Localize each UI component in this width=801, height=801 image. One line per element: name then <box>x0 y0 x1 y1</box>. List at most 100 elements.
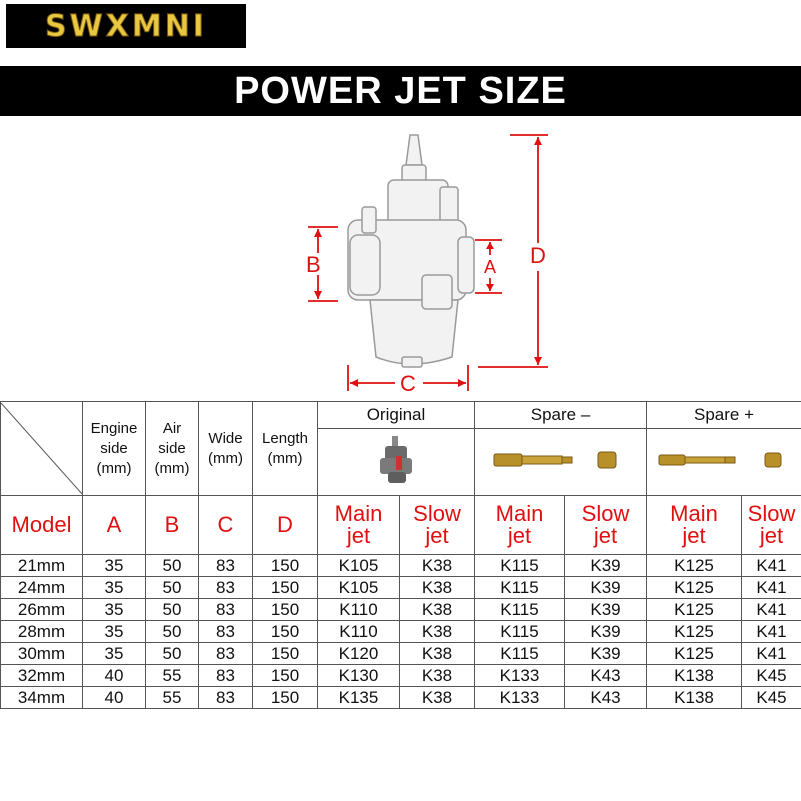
table-cell: K38 <box>399 642 475 665</box>
length-header: Length(mm) <box>252 401 318 496</box>
table-cell: K133 <box>474 664 565 687</box>
table-cell: 50 <box>145 576 199 599</box>
table-cell: 34mm <box>0 686 83 709</box>
table-cell: K43 <box>563 664 648 687</box>
table-cell: 50 <box>145 642 199 665</box>
table-cell: K39 <box>563 620 648 643</box>
table-cell: K38 <box>399 686 475 709</box>
table-cell: 40 <box>82 686 146 709</box>
table-cell: K110 <box>317 598 400 621</box>
table-cell: K39 <box>563 576 648 599</box>
table-cell: K38 <box>399 576 475 599</box>
table-cell: K105 <box>317 554 400 577</box>
table-cell: 35 <box>82 598 146 621</box>
table-cell: 83 <box>198 642 253 665</box>
table-cell: K125 <box>646 642 743 665</box>
brass-jets-icon <box>493 451 616 468</box>
table-cell: K138 <box>646 686 743 709</box>
table-cell: K38 <box>399 664 475 687</box>
carburetor-illustration <box>308 134 548 391</box>
table-cell: 150 <box>252 664 318 687</box>
table-cell: K120 <box>317 642 400 665</box>
table-cell: K115 <box>474 642 565 665</box>
table-cell: K125 <box>646 554 743 577</box>
c-header: C <box>198 495 253 555</box>
table-cell: K125 <box>646 576 743 599</box>
table-cell: K39 <box>563 598 648 621</box>
dimension-d-label: D <box>530 243 546 268</box>
table-cell: 24mm <box>0 576 83 599</box>
table-cell: 83 <box>198 664 253 687</box>
d-header: D <box>252 495 318 555</box>
table-cell: 40 <box>82 664 146 687</box>
table-cell: 32mm <box>0 664 83 687</box>
table-cell: K135 <box>317 686 400 709</box>
table-cell: 150 <box>252 576 318 599</box>
table-cell: K138 <box>646 664 743 687</box>
table-cell: 50 <box>145 554 199 577</box>
table-cell: K125 <box>646 598 743 621</box>
table-cell: K39 <box>563 642 648 665</box>
brand-logo: SWXMNI <box>6 4 246 48</box>
table-cell: K38 <box>399 554 475 577</box>
table-cell: K41 <box>741 642 801 665</box>
table-cell: 55 <box>145 664 199 687</box>
table-cell: K43 <box>563 686 648 709</box>
table-cell: 35 <box>82 554 146 577</box>
table-cell: K105 <box>317 576 400 599</box>
table-cell: 150 <box>252 686 318 709</box>
table-cell: K45 <box>741 686 801 709</box>
table-cell: 83 <box>198 554 253 577</box>
dimension-c-label: C <box>400 371 416 396</box>
table-cell: K41 <box>741 554 801 577</box>
group-spare-plus: Spare + <box>646 401 801 429</box>
page-title: POWER JET SIZE <box>234 69 567 112</box>
table-cell: 83 <box>198 686 253 709</box>
table-cell: 150 <box>252 620 318 643</box>
table-cell: K39 <box>563 554 648 577</box>
group-original: Original <box>317 401 475 429</box>
brand-logo-text: SWXMNI <box>45 8 207 44</box>
table-cell: K115 <box>474 576 565 599</box>
model-header: Model <box>0 495 83 555</box>
table-cell: 150 <box>252 598 318 621</box>
title-banner: POWER JET SIZE <box>0 66 801 116</box>
table-cell: 83 <box>198 598 253 621</box>
table-cell: 50 <box>145 598 199 621</box>
wide-header: Wide(mm) <box>198 401 253 496</box>
table-cell: 150 <box>252 642 318 665</box>
table-cell: K115 <box>474 554 565 577</box>
dimension-a-label: A <box>484 257 497 277</box>
a-header: A <box>82 495 146 555</box>
table-cell: K38 <box>399 598 475 621</box>
carburetor-thumbnail <box>380 435 412 483</box>
table-cell: 28mm <box>0 620 83 643</box>
table-cell: 55 <box>145 686 199 709</box>
table-cell: K125 <box>646 620 743 643</box>
original-carburetor-image <box>317 428 475 496</box>
table-cell: K130 <box>317 664 400 687</box>
table-cell: 21mm <box>0 554 83 577</box>
table-cell: 50 <box>145 620 199 643</box>
table-cell: K38 <box>399 620 475 643</box>
table-cell: 30mm <box>0 642 83 665</box>
table-cell: K45 <box>741 664 801 687</box>
spare-minus-jets-image <box>473 428 648 496</box>
table-cell: K133 <box>474 686 565 709</box>
carburetor-diagram: B A D C <box>290 125 580 400</box>
